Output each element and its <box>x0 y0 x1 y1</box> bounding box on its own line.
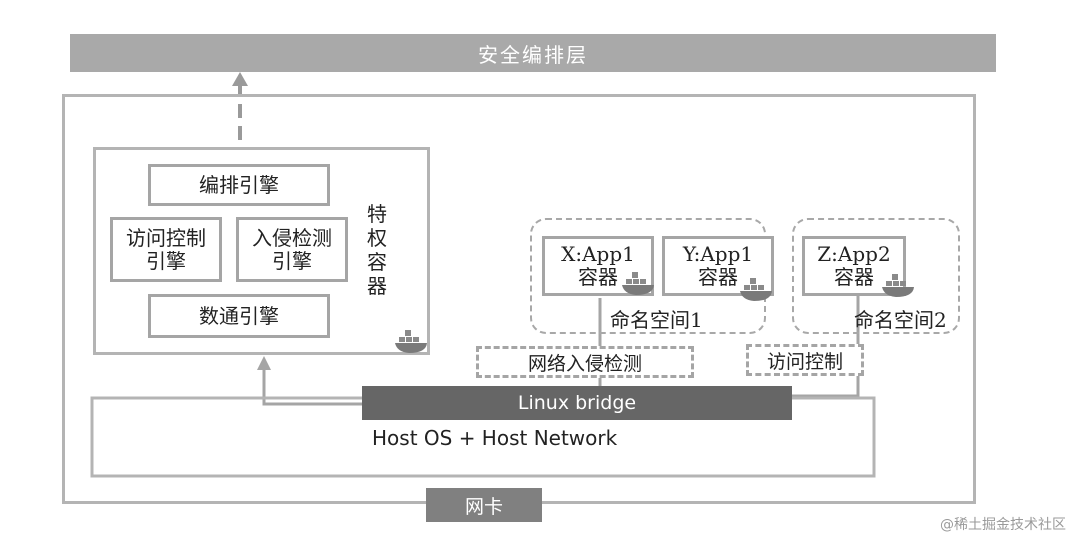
orchestration-engine: 编排引擎 <box>148 164 330 206</box>
host-os-label: Host OS + Host Network <box>372 426 618 450</box>
linux-bridge: Linux bridge <box>362 386 792 420</box>
z-app2-container: Z:App2 容器 <box>802 236 906 296</box>
intrusion-detection-engine: 入侵检测引擎 <box>236 217 348 282</box>
access-control-function: 访问控制 <box>746 344 864 376</box>
namespace-1-label: 命名空间1 <box>610 308 703 332</box>
arrow-up-head-2 <box>257 356 271 370</box>
security-orchestration-layer: 安全编排层 <box>70 34 996 72</box>
docker-whale-icon <box>882 274 914 297</box>
docker-whale-icon <box>740 278 772 301</box>
watermark: @稀土掘金技术社区 <box>940 517 1066 533</box>
docker-whale-icon <box>622 272 654 295</box>
data-plane-engine: 数通引擎 <box>148 294 330 338</box>
privileged-container-label: 特权容器 <box>367 202 387 298</box>
network-intrusion-detection: 网络入侵检测 <box>476 346 694 378</box>
x-app1-container: X:App1 容器 <box>542 236 654 296</box>
network-card: 网卡 <box>426 488 542 522</box>
z-container-line <box>792 280 860 398</box>
namespace-2-label: 命名空间2 <box>854 308 947 332</box>
bridge-to-privileged-arrow <box>262 366 362 406</box>
namespace-2-region <box>792 218 960 334</box>
access-control-engine: 访问控制引擎 <box>110 217 222 282</box>
arrow-up-head <box>232 72 248 86</box>
docker-whale-icon <box>395 330 427 353</box>
